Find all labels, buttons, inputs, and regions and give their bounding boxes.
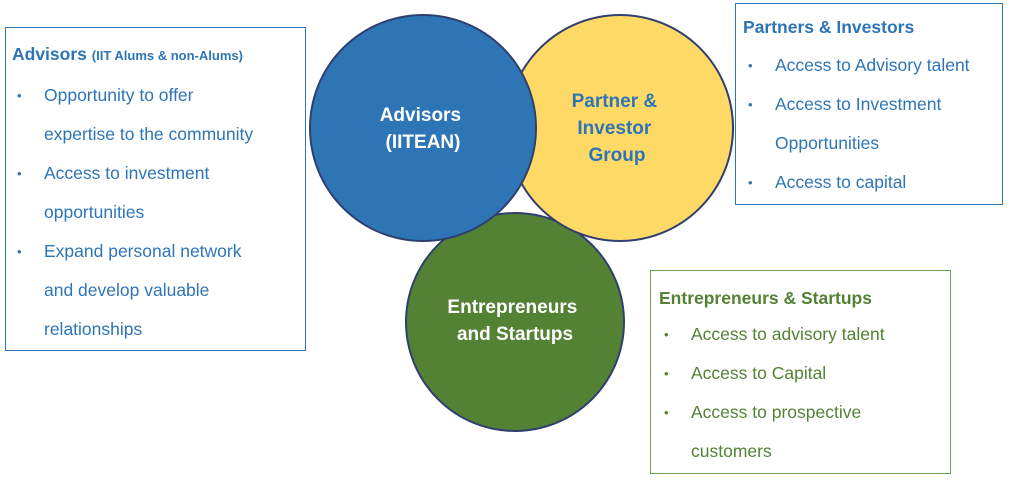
bullet-icon: • — [17, 88, 22, 103]
partners-circle-label: Partner & Investor Group — [572, 91, 663, 166]
list-item: • Access to Investment Opportunities — [743, 85, 1002, 163]
partners-panel-title: Partners & Investors — [743, 17, 915, 37]
partners-benefits-list: • Access to Advisory talent • Access to … — [743, 46, 1002, 202]
entrepreneurs-benefits-list: • Access to advisory talent • Access to … — [659, 315, 950, 471]
list-item-line: Access to Capital — [691, 363, 827, 383]
list-item-line: Access to investment — [44, 163, 210, 183]
list-item: • Expand personal network and develop va… — [12, 232, 305, 349]
advisors-panel-title: Advisors (IIT Alums & non-Alums) — [12, 42, 305, 68]
advisors-circle-line: (IITEAN) — [386, 132, 461, 153]
partners-panel: Partners & Investors • Access to Advisor… — [735, 3, 1003, 205]
bullet-icon: • — [748, 175, 753, 190]
advisors-panel: Advisors (IIT Alums & non-Alums) • Oppor… — [5, 27, 306, 351]
advisors-circle-line: Advisors — [380, 105, 461, 126]
list-item-line: Access to Investment — [775, 94, 942, 114]
bullet-icon: • — [664, 405, 669, 420]
list-item-line: Access to capital — [775, 172, 907, 192]
entrepreneurs-circle-label: Entrepreneurs and Startups — [447, 297, 582, 345]
list-item: • Access to investment opportunities — [12, 154, 305, 232]
list-item-line: opportunities — [44, 202, 145, 222]
partners-circle-line: Group — [589, 145, 646, 166]
entrepreneurs-circle-line: and Startups — [457, 324, 573, 345]
list-item: • Access to capital — [743, 163, 1002, 202]
partners-circle-line: Investor — [577, 118, 652, 139]
list-item-line: expertise to the community — [44, 124, 254, 144]
list-item: • Access to Capital — [659, 354, 950, 393]
advisors-panel-subtitle: (IIT Alums & non-Alums) — [91, 48, 243, 63]
entrepreneurs-panel: Entrepreneurs & Startups • Access to adv… — [650, 270, 951, 474]
entrepreneurs-circle — [405, 212, 625, 432]
list-item-line: Opportunity to offer — [44, 85, 194, 105]
list-item-line: and develop valuable — [44, 280, 210, 300]
partners-circle-line: Partner & — [572, 91, 658, 112]
entrepreneurs-circle-line: Entrepreneurs — [447, 297, 577, 318]
list-item: • Opportunity to offer expertise to the … — [12, 76, 305, 154]
list-item-line: customers — [691, 441, 772, 461]
advisors-circle-label: Advisors (IITEAN) — [380, 105, 467, 153]
entrepreneurs-panel-title: Entrepreneurs & Startups — [659, 288, 872, 308]
list-item: • Access to advisory talent — [659, 315, 950, 354]
bullet-icon: • — [664, 327, 669, 342]
advisors-panel-title-main: Advisors — [12, 44, 87, 64]
list-item-line: Access to prospective — [691, 402, 862, 422]
bullet-icon: • — [748, 97, 753, 112]
list-item-line: Access to Advisory talent — [775, 55, 970, 75]
list-item-line: Expand personal network — [44, 241, 242, 261]
list-item-line: Access to advisory talent — [691, 324, 885, 344]
bullet-icon: • — [664, 366, 669, 381]
advisors-benefits-list: • Opportunity to offer expertise to the … — [12, 76, 305, 349]
list-item: • Access to prospective customers — [659, 393, 950, 471]
bullet-icon: • — [748, 58, 753, 73]
bullet-icon: • — [17, 166, 22, 181]
advisors-circle — [309, 14, 537, 242]
list-item: • Access to Advisory talent — [743, 46, 1002, 85]
list-item-line: Opportunities — [775, 133, 880, 153]
list-item-line: relationships — [44, 319, 143, 339]
bullet-icon: • — [17, 244, 22, 259]
